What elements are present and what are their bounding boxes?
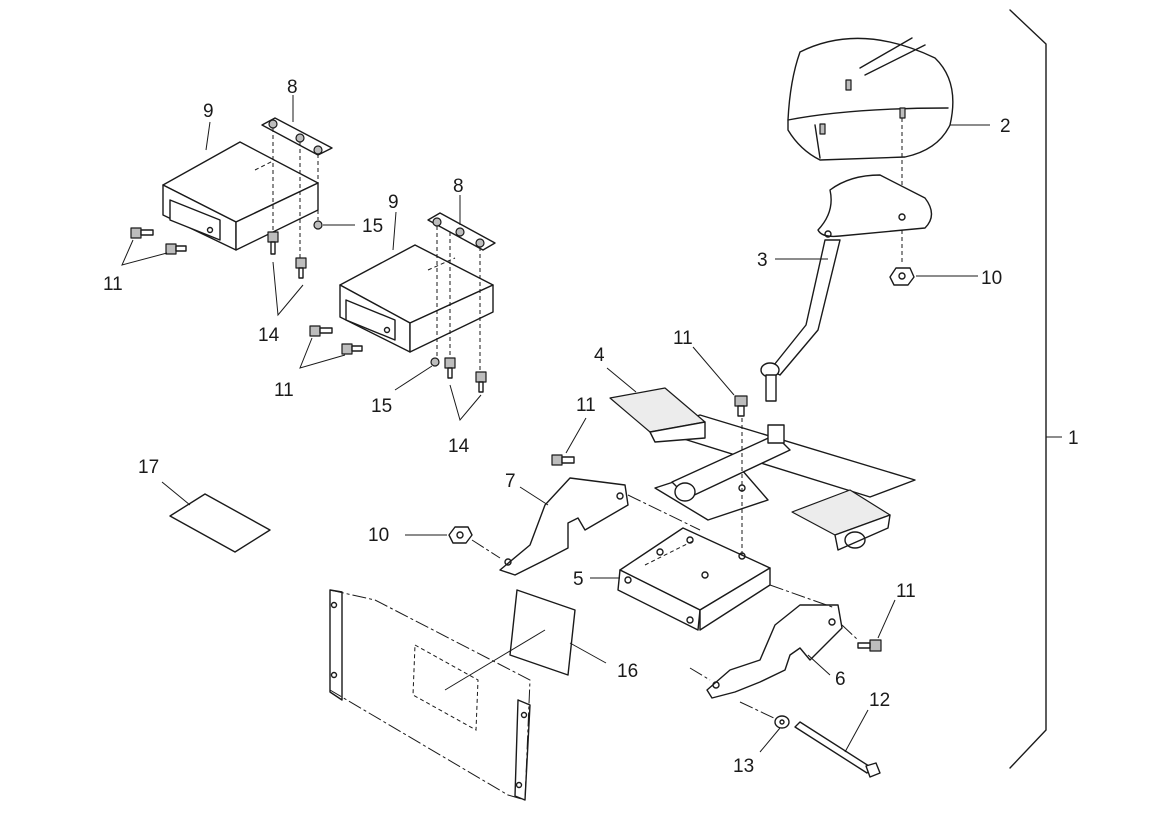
bolt-part-11-bracket6 [857, 639, 882, 652]
callout-16: 16 [617, 661, 638, 682]
callout-14-upper: 14 [258, 325, 280, 346]
long-bolt-part-12 [794, 721, 881, 778]
callout-12: 12 [869, 690, 890, 711]
control-box-part-9-upper [162, 141, 319, 251]
callout-7: 7 [505, 471, 516, 492]
callout-3: 3 [757, 250, 768, 271]
callout-11-bracket7: 11 [576, 395, 596, 416]
nut-part-10-lower [448, 526, 473, 544]
callout-13: 13 [733, 756, 754, 777]
callout-10-upper: 10 [981, 268, 1002, 289]
callout-15-upper: 15 [362, 216, 383, 237]
callout-1: 1 [1068, 428, 1079, 449]
callout-11-pedal: 11 [673, 328, 693, 349]
callout-4: 4 [594, 345, 605, 366]
pedal-frame [609, 387, 916, 551]
control-box-part-9-lower [339, 244, 494, 353]
screws-part-11-upper-left [130, 227, 187, 255]
callout-2: 2 [1000, 116, 1011, 137]
screws-part-14-lower [444, 357, 487, 393]
nut-part-15-upper [313, 220, 323, 230]
callout-15-lower: 15 [371, 396, 392, 417]
screws-part-11-lower-left [309, 325, 363, 355]
callout-6: 6 [835, 669, 846, 690]
callout-10-lower: 10 [368, 525, 389, 546]
panel-part [329, 589, 531, 801]
screws-part-14-upper [267, 231, 307, 279]
bolt-part-11-pedal [734, 395, 748, 417]
callout-11-lower-left: 11 [274, 380, 294, 401]
callout-5: 5 [573, 569, 584, 590]
callout-11-bracket6: 11 [896, 581, 916, 602]
cover-part-2 [787, 37, 954, 262]
label-part-16 [444, 589, 576, 691]
callout-9-lower: 9 [388, 192, 399, 213]
assembly-bracket-line [1009, 9, 1047, 769]
washer-part-13 [774, 715, 790, 729]
side-bracket-part-6 [706, 604, 843, 699]
bracket-part-8-lower [427, 212, 496, 251]
callout-14-lower: 14 [448, 436, 470, 457]
callout-8-upper: 8 [287, 77, 298, 98]
callout-9-upper: 9 [203, 101, 214, 122]
pedal-arm-part-3 [760, 174, 933, 402]
callout-17: 17 [138, 457, 159, 478]
bolt-part-11-bracket7 [551, 454, 575, 466]
side-bracket-part-7 [499, 477, 629, 576]
bracket-part-8-upper [261, 117, 333, 156]
nut-part-15-lower [430, 357, 440, 367]
base-plate-part-5 [617, 527, 771, 631]
callout-8-lower: 8 [453, 176, 464, 197]
nut-part-10-upper [889, 267, 915, 286]
label-part-17 [169, 493, 271, 553]
callout-11-upper-left: 11 [103, 274, 123, 295]
